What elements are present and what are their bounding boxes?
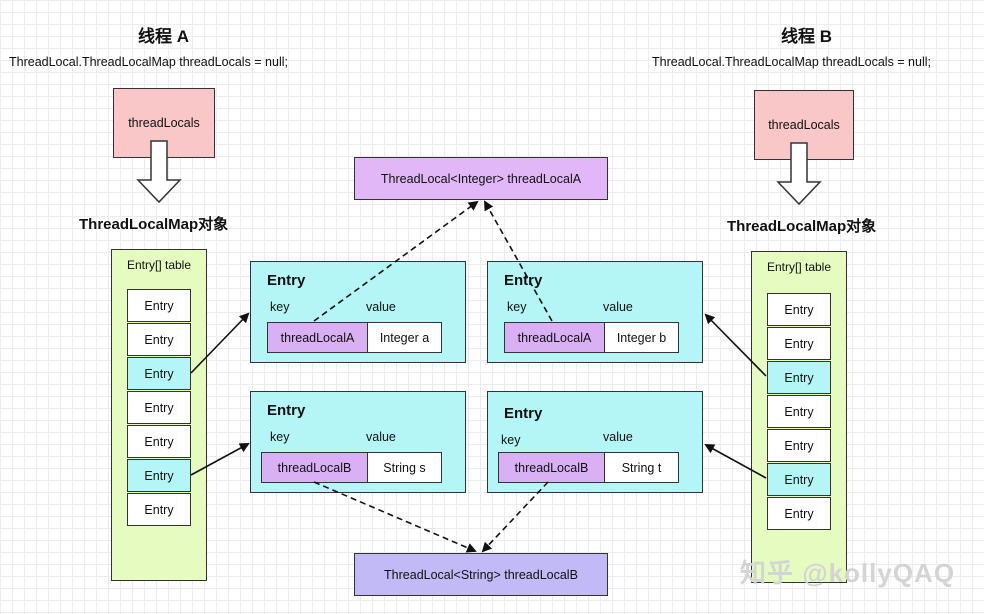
entry-key: threadLocalB — [261, 452, 368, 483]
value-label: value — [366, 300, 396, 314]
entry-value: Integer a — [367, 322, 442, 353]
thread-a-down-arrow — [136, 140, 182, 204]
thread-b-cell-2: Entry — [767, 361, 831, 394]
entry-value: String s — [367, 452, 442, 483]
thread-a-cell-4: Entry — [127, 425, 191, 458]
key-label: key — [507, 300, 527, 314]
thread-a-cell-1: Entry — [127, 323, 191, 356]
thread-b-cell-6: Entry — [767, 497, 831, 530]
thread-a-map-title: ThreadLocalMap对象 — [79, 216, 229, 233]
thread-a-title: 线程 A — [138, 27, 189, 46]
entry-title: Entry — [504, 272, 543, 289]
watermark: 知乎 @kollyQAQ — [740, 558, 956, 588]
key-label: key — [270, 430, 290, 444]
thread-b-cell-5: Entry — [767, 463, 831, 496]
thread-a-cell-3: Entry — [127, 391, 191, 424]
thread-b-entry-table: Entry[] table Entry Entry Entry Entry En… — [751, 251, 847, 583]
thread-b-cell-0: Entry — [767, 293, 831, 326]
entry-value: Integer b — [604, 322, 679, 353]
thread-b-table-label: Entry[] table — [766, 260, 832, 274]
thread-b-down-arrow — [776, 142, 822, 206]
thread-a-entry-table: Entry[] table Entry Entry Entry Entry En… — [111, 249, 207, 581]
entry-value: String t — [604, 452, 679, 483]
thread-b-cell-3: Entry — [767, 395, 831, 428]
value-label: value — [366, 430, 396, 444]
entry-title: Entry — [504, 405, 543, 422]
thread-a-table-label: Entry[] table — [126, 258, 192, 272]
thread-a-declaration: ThreadLocal.ThreadLocalMap threadLocals … — [9, 55, 288, 69]
entry-title: Entry — [267, 402, 306, 419]
thread-a-cell-2: Entry — [127, 357, 191, 390]
thread-a-cell-0: Entry — [127, 289, 191, 322]
entry-key: threadLocalA — [504, 322, 605, 353]
thread-a-entry-2: Entry key value threadLocalB String s — [250, 391, 466, 493]
value-label: value — [603, 300, 633, 314]
thread-b-entry-2: Entry key value threadLocalB String t — [487, 391, 703, 493]
entry-key: threadLocalA — [267, 322, 368, 353]
threadlocal-a-object: ThreadLocal<Integer> threadLocalA — [354, 157, 608, 200]
threadlocal-a-label: ThreadLocal<Integer> threadLocalA — [380, 171, 582, 186]
thread-a-threadlocals-label: threadLocals — [128, 116, 200, 130]
value-label: value — [603, 430, 633, 444]
entry-key: threadLocalB — [498, 452, 605, 483]
thread-b-title: 线程 B — [781, 27, 832, 46]
thread-b-cell-4: Entry — [767, 429, 831, 462]
threadlocal-b-label: ThreadLocal<String> threadLocalB — [384, 567, 578, 582]
key-label: key — [501, 433, 521, 447]
thread-b-map-title: ThreadLocalMap对象 — [727, 218, 877, 235]
thread-b-declaration: ThreadLocal.ThreadLocalMap threadLocals … — [652, 55, 931, 69]
entry-title: Entry — [267, 272, 306, 289]
thread-a-cell-6: Entry — [127, 493, 191, 526]
thread-a-entry-1: Entry key value threadLocalA Integer a — [250, 261, 466, 363]
thread-b-threadlocals-label: threadLocals — [768, 118, 840, 132]
thread-b-cell-1: Entry — [767, 327, 831, 360]
threadlocal-b-object: ThreadLocal<String> threadLocalB — [354, 553, 608, 596]
thread-a-cell-5: Entry — [127, 459, 191, 492]
thread-b-entry-1: Entry key value threadLocalA Integer b — [487, 261, 703, 363]
key-label: key — [270, 300, 290, 314]
